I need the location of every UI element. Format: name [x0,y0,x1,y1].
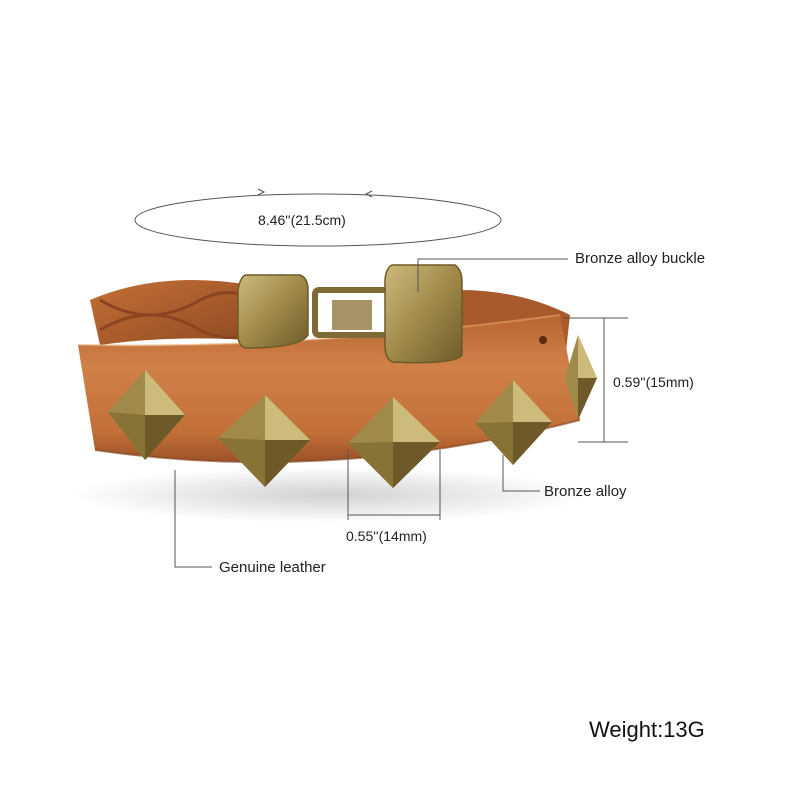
pyramid-stud-2 [218,395,310,487]
pyramid-stud-4 [475,380,552,465]
arrow-left-icon [364,190,373,198]
pyramid-stud-5 [565,335,597,420]
width-label: 0.59''(15mm) [613,374,694,390]
pyramid-stud-3 [348,397,440,488]
callout-lines [174,258,628,568]
circumference-label: 8.46''(21.5cm) [258,212,346,228]
bronze-buckle [237,264,463,364]
stud-label: Bronze alloy [544,483,627,500]
buckle-label: Bronze alloy buckle [575,250,706,267]
leather-label: Genuine leather [219,559,326,576]
weight-label: Weight:13G [589,717,705,742]
buckle-callout-line [417,258,568,292]
stud-width-label: 0.55''(14mm) [346,528,427,544]
stud-callout-line [502,455,540,492]
circumference-indicator [134,188,502,247]
pyramid-stud-1 [108,370,185,460]
arrow-right-icon [257,188,266,196]
leather-callout-line [174,470,212,568]
